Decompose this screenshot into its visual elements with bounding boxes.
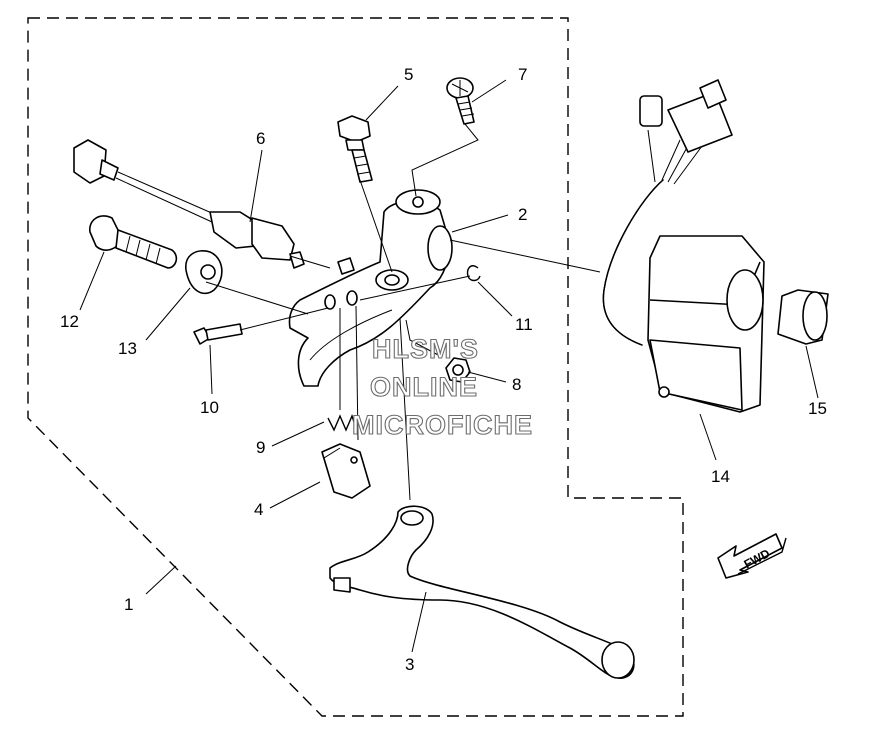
callout-4: 4 xyxy=(254,500,263,519)
adjuster-screw xyxy=(89,215,178,269)
watermark-line-2: ONLINE xyxy=(370,372,478,402)
switch-cable xyxy=(73,139,305,269)
callout-leaders xyxy=(79,79,819,653)
cover xyxy=(321,443,371,499)
lever xyxy=(329,505,635,679)
switch-assembly xyxy=(602,79,765,413)
callout-9: 9 xyxy=(256,438,265,457)
callout-7: 7 xyxy=(518,65,527,84)
callout-3: 3 xyxy=(405,655,414,674)
screw xyxy=(446,77,475,125)
callout-6: 6 xyxy=(256,129,265,148)
lever-holder xyxy=(288,189,453,387)
circlip xyxy=(466,265,481,282)
callout-1: 1 xyxy=(124,595,133,614)
fwd-arrow-icon xyxy=(717,533,783,579)
callout-2: 2 xyxy=(518,205,527,224)
watermark: HLSM'S ONLINE MICROFICHE xyxy=(351,333,533,440)
locknut xyxy=(185,250,223,295)
assembly-lines xyxy=(205,123,601,501)
spring xyxy=(327,414,357,432)
callout-14: 14 xyxy=(711,467,730,486)
watermark-line-3: MICROFICHE xyxy=(352,410,533,440)
watermark-line-1: HLSM'S xyxy=(372,334,479,364)
bolt xyxy=(337,115,373,183)
assembly-boundary xyxy=(27,17,684,717)
fwd-arrow-badge: FWD xyxy=(717,533,787,579)
callout-13: 13 xyxy=(118,339,137,358)
callout-12: 12 xyxy=(60,312,79,331)
nut xyxy=(445,357,471,383)
pivot-bolt xyxy=(193,323,243,345)
callout-15: 15 xyxy=(808,399,827,418)
collar xyxy=(777,289,829,345)
callout-11: 11 xyxy=(515,315,533,334)
callout-8: 8 xyxy=(512,375,521,394)
callout-5: 5 xyxy=(404,65,413,84)
callout-10: 10 xyxy=(200,398,219,417)
